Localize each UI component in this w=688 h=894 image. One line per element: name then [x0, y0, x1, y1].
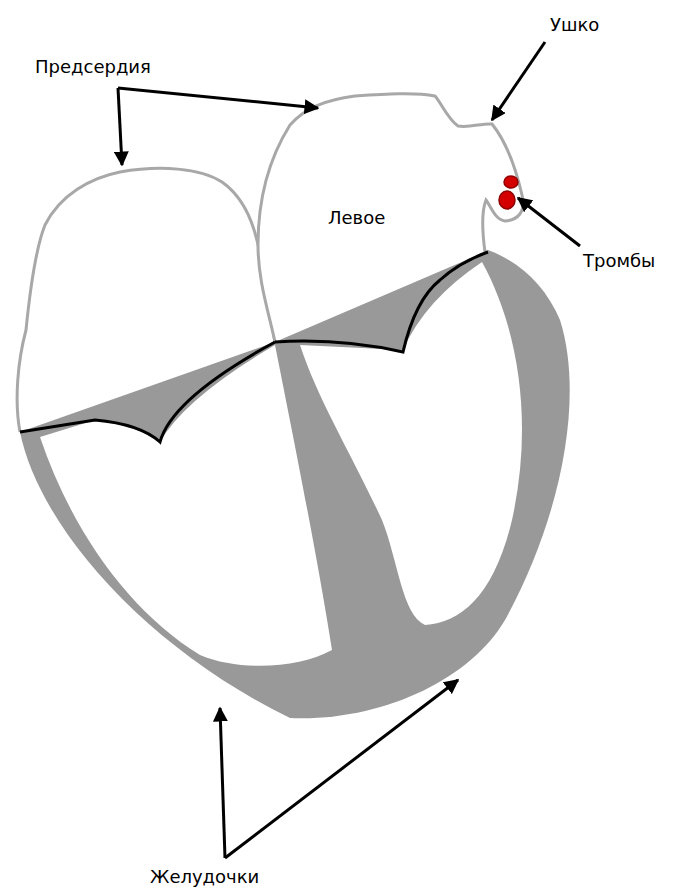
- part-label: Тромбы: [583, 250, 655, 272]
- leader-arrow: [118, 88, 122, 165]
- left-atrium-outline: [258, 94, 523, 342]
- left-atrium: [258, 94, 523, 342]
- leader-arrow: [518, 198, 580, 246]
- thrombus: [499, 191, 515, 209]
- leader-arrow: [492, 42, 545, 120]
- tricuspid-valve-line: [20, 342, 275, 442]
- right-atrium: [17, 168, 275, 432]
- mitral-valve-line: [275, 252, 488, 352]
- part-label: Предсердия: [35, 56, 151, 78]
- part-label: Ушко: [550, 14, 599, 36]
- leader-arrow: [118, 88, 318, 108]
- thrombus: [504, 176, 518, 188]
- part-label: Левое: [328, 207, 385, 229]
- leader-arrow: [225, 680, 458, 858]
- part-label: Желудочки: [150, 866, 259, 888]
- leader-arrow: [220, 708, 225, 858]
